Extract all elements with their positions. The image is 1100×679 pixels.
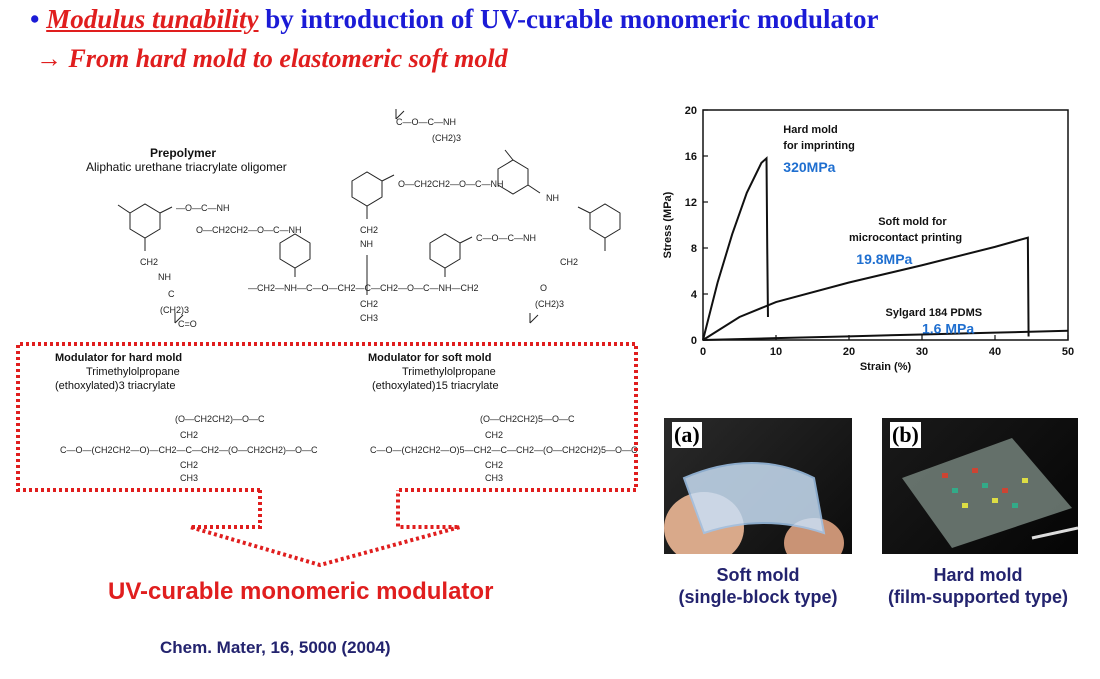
modulator-callout-box <box>16 342 638 568</box>
chem-ch23-left: (CH2)3 <box>160 305 189 315</box>
chem-hard-top-chain: (O—CH2CH2)—O—C <box>175 414 265 424</box>
modulator-label: UV-curable monomeric modulator <box>108 578 494 605</box>
title-emphasis: Modulus tunability <box>46 4 259 34</box>
photo-a-label: (a) <box>672 422 702 448</box>
ring-right <box>589 203 621 239</box>
chem-soft-main-chain: C—O—(CH2CH2—O)5—CH2—C—CH2—(O—CH2CH2)5—O—… <box>370 445 638 455</box>
prepolymer-title: Prepolymer <box>150 146 217 160</box>
chem-linker-right: C—O—C—NH <box>476 233 536 243</box>
x-axis-label: Strain (%) <box>860 361 912 373</box>
y-axis-label: Stress (MPa) <box>662 191 674 258</box>
mod-soft-title: Modulator for soft mold <box>368 352 492 364</box>
series-1-label-line2: microcontact printing <box>849 232 962 244</box>
series-2-modulus: 1.6 MPa <box>922 321 974 337</box>
caption-b-line1: Hard mold <box>933 565 1023 585</box>
photo-hard-mold: (b) <box>882 418 1078 554</box>
title-rest: by introduction of UV-curable monomeric … <box>258 4 879 34</box>
series-line-0 <box>702 156 769 341</box>
photo-soft-mold-image <box>664 462 844 554</box>
chem-hard-main-chain: C—O—(CH2CH2—O)—CH2—C—CH2—(O—CH2CH2)—O—C <box>60 445 318 455</box>
x-tick-label-3: 30 <box>916 346 928 358</box>
caption-a-line1: Soft mold <box>716 565 800 585</box>
chem-linker-left: —O—C—NH <box>176 203 230 213</box>
chem-ch2-right: CH2 <box>560 257 578 267</box>
series-1-label-line1: Soft mold for <box>878 216 947 228</box>
ring-center-right <box>429 233 461 269</box>
chem-ch23-right: (CH2)3 <box>535 299 564 309</box>
chem-soft-ch2: CH2 <box>485 430 503 440</box>
ring-top-center <box>351 171 383 207</box>
y-tick-label-0: 0 <box>691 335 697 347</box>
mod-soft-line2: (ethoxylated)15 triacrylate <box>372 380 499 392</box>
chem-soft-ch3: CH3 <box>485 473 503 483</box>
slide-subtitle: → From hard mold to elastomeric soft mol… <box>36 44 508 73</box>
chem-soft-ch2b: CH2 <box>485 460 503 470</box>
series-0-label-line1: Hard mold <box>783 124 837 136</box>
chem-hard-ch2b: CH2 <box>180 460 198 470</box>
prepolymer-description: Aliphatic urethane triacrylate oligomer <box>86 160 287 174</box>
title-bullet: • <box>30 4 40 34</box>
photo-b-label: (b) <box>890 422 921 448</box>
chem-ch3-bottom: CH3 <box>360 313 378 323</box>
chem-co-left: C=O <box>178 319 197 329</box>
chart-frame <box>702 109 1069 341</box>
chem-linker-center: —CH2—NH—C—O—CH2—C—CH2—O—C—NH—CH2 <box>248 283 479 293</box>
x-tick-label-1: 10 <box>770 346 782 358</box>
mod-hard-title: Modulator for hard mold <box>55 352 183 364</box>
x-tick-label-2: 20 <box>843 346 855 358</box>
y-tick-label-1: 4 <box>691 289 698 301</box>
chem-ch23-top: (CH2)3 <box>432 133 461 143</box>
chem-linker-top: C—O—C—NH <box>396 117 456 127</box>
mod-soft-line1: Trimethylolpropane <box>402 366 496 378</box>
chem-ch2-bottom: CH2 <box>360 299 378 309</box>
caption-b-line2: (film-supported type) <box>888 587 1068 607</box>
x-tick-label-5: 50 <box>1062 346 1074 358</box>
photo-soft-mold: (a) <box>664 418 852 554</box>
chem-c-left: C <box>168 289 175 299</box>
mod-hard-line2: (ethoxylated)3 triacrylate <box>55 380 176 392</box>
chem-hard-ch2: CH2 <box>180 430 198 440</box>
chem-linker-left2: O—CH2CH2—O—C—NH <box>196 225 302 235</box>
citation: Chem. Mater, 16, 5000 (2004) <box>160 638 391 657</box>
series-0-label-line2: for imprinting <box>783 140 855 152</box>
chem-nh-center: NH <box>360 239 373 249</box>
chem-ch2-center: CH2 <box>360 225 378 235</box>
chem-ch2-left: CH2 <box>140 257 158 267</box>
photo-hard-mold-image <box>902 438 1078 548</box>
series-2-label-line1: Sylgard 184 PDMS <box>886 307 983 319</box>
y-tick-label-2: 8 <box>691 243 697 255</box>
chem-nh-left: NH <box>158 272 171 282</box>
chem-o-right: O <box>540 283 547 293</box>
chem-nh-right: NH <box>546 193 559 203</box>
series-line-1 <box>702 236 1030 341</box>
series-line-2 <box>702 329 1069 341</box>
mod-hard-line1: Trimethylolpropane <box>86 366 180 378</box>
series-0-modulus: 320MPa <box>783 159 835 175</box>
chem-hard-ch3: CH3 <box>180 473 198 483</box>
x-tick-label-0: 0 <box>700 346 706 358</box>
chemical-structures-diagram: —O—C—NH O—CH2CH2—O—C—NH CH2 NH C (CH2)3 … <box>16 109 638 568</box>
chem-soft-top-chain: (O—CH2CH2)5—O—C <box>480 414 575 424</box>
ring-center-left <box>279 233 311 269</box>
x-tick-label-4: 40 <box>989 346 1001 358</box>
ring-left <box>129 203 161 239</box>
caption-soft-mold: Soft mold (single-block type) <box>638 564 878 608</box>
y-tick-label-3: 12 <box>685 197 697 209</box>
y-tick-label-5: 20 <box>685 105 697 117</box>
caption-hard-mold: Hard mold (film-supported type) <box>856 564 1100 608</box>
slide-title: • Modulus tunability by introduction of … <box>30 4 879 35</box>
chem-linker-top2: O—CH2CH2—O—C—NH <box>398 179 504 189</box>
y-tick-label-4: 16 <box>685 151 697 163</box>
series-1-modulus: 19.8MPa <box>856 251 912 267</box>
caption-a-line2: (single-block type) <box>678 587 838 607</box>
